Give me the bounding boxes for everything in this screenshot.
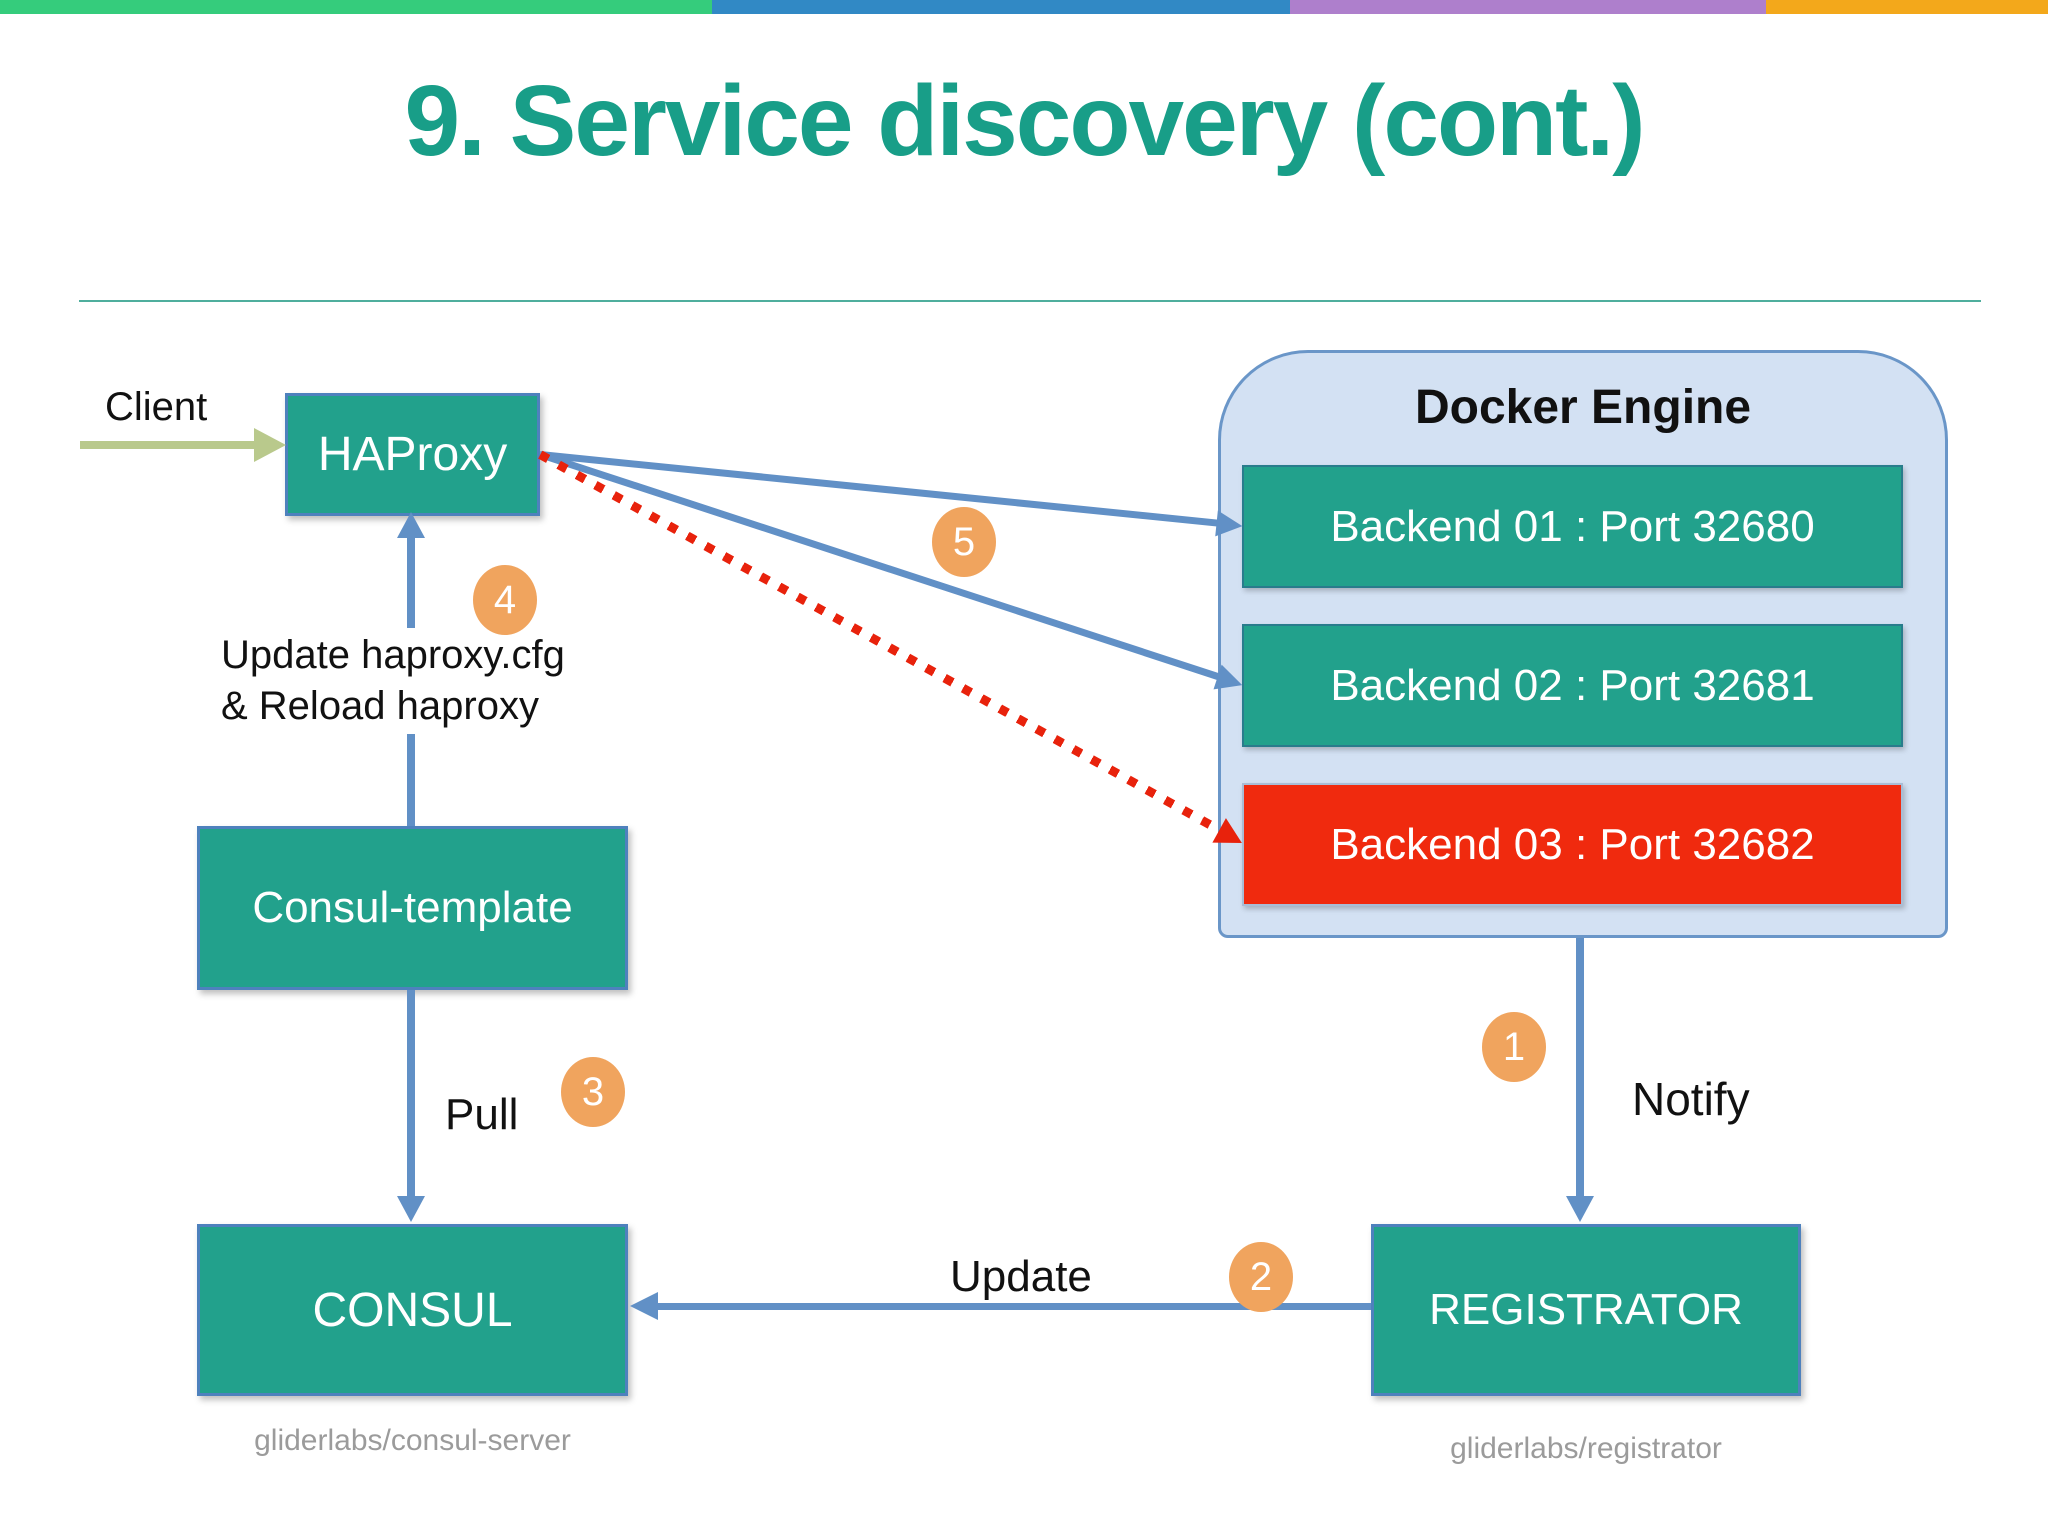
consul-template-node: Consul-template: [197, 826, 628, 990]
notify-arrowhead-icon: [1566, 1196, 1594, 1222]
slide-title: 9. Service discovery (cont.): [404, 65, 1645, 177]
update-arrowhead-icon: [630, 1292, 658, 1320]
update-haproxy-cfg-label: Update haproxy.cfg & Reload haproxy: [213, 628, 573, 735]
step-2-badge: 2: [1229, 1242, 1293, 1312]
client-arrowhead-icon: [254, 428, 286, 462]
backend-03-node: Backend 03 : Port 32682: [1242, 783, 1903, 906]
title-divider-line: [79, 300, 1981, 302]
top-bar-segment-purple: [1290, 0, 1766, 14]
top-bar-segment-orange: [1766, 0, 2048, 14]
client-arrow: [80, 441, 256, 449]
docker-engine-title: Docker Engine: [1414, 381, 1752, 434]
client-label: Client: [105, 385, 208, 429]
haproxy-node: HAProxy: [285, 393, 540, 516]
reload-haproxy-arrowhead-icon: [397, 512, 425, 538]
top-bar-segment-green: [0, 0, 712, 14]
backend-01-node: Backend 01 : Port 32680: [1242, 465, 1903, 588]
registrator-caption: gliderlabs/registrator: [1450, 1432, 1722, 1465]
backend-02-node: Backend 02 : Port 32681: [1242, 624, 1903, 747]
step-1-badge: 1: [1482, 1012, 1546, 1082]
pull-label: Pull: [445, 1090, 519, 1139]
step-3-badge: 3: [561, 1057, 625, 1127]
consul-caption: gliderlabs/consul-server: [254, 1424, 571, 1457]
update-haproxy-cfg-line2: & Reload haproxy: [221, 684, 539, 729]
step-4-badge: 4: [473, 565, 537, 635]
pull-arrowhead-icon: [397, 1196, 425, 1222]
notify-label: Notify: [1632, 1073, 1750, 1125]
update-label: Update: [950, 1252, 1092, 1301]
update-haproxy-cfg-line1: Update haproxy.cfg: [221, 633, 565, 677]
top-bar-segment-blue: [712, 0, 1290, 14]
consul-node: CONSUL: [197, 1224, 628, 1396]
update-arrow: [658, 1303, 1371, 1310]
notify-arrow: [1576, 938, 1584, 1200]
registrator-node: REGISTRATOR: [1371, 1224, 1801, 1396]
arrowhead-icon: [1215, 510, 1244, 540]
top-color-bar: [0, 0, 2048, 14]
step-5-badge: 5: [932, 507, 996, 577]
pull-arrow: [407, 990, 415, 1200]
